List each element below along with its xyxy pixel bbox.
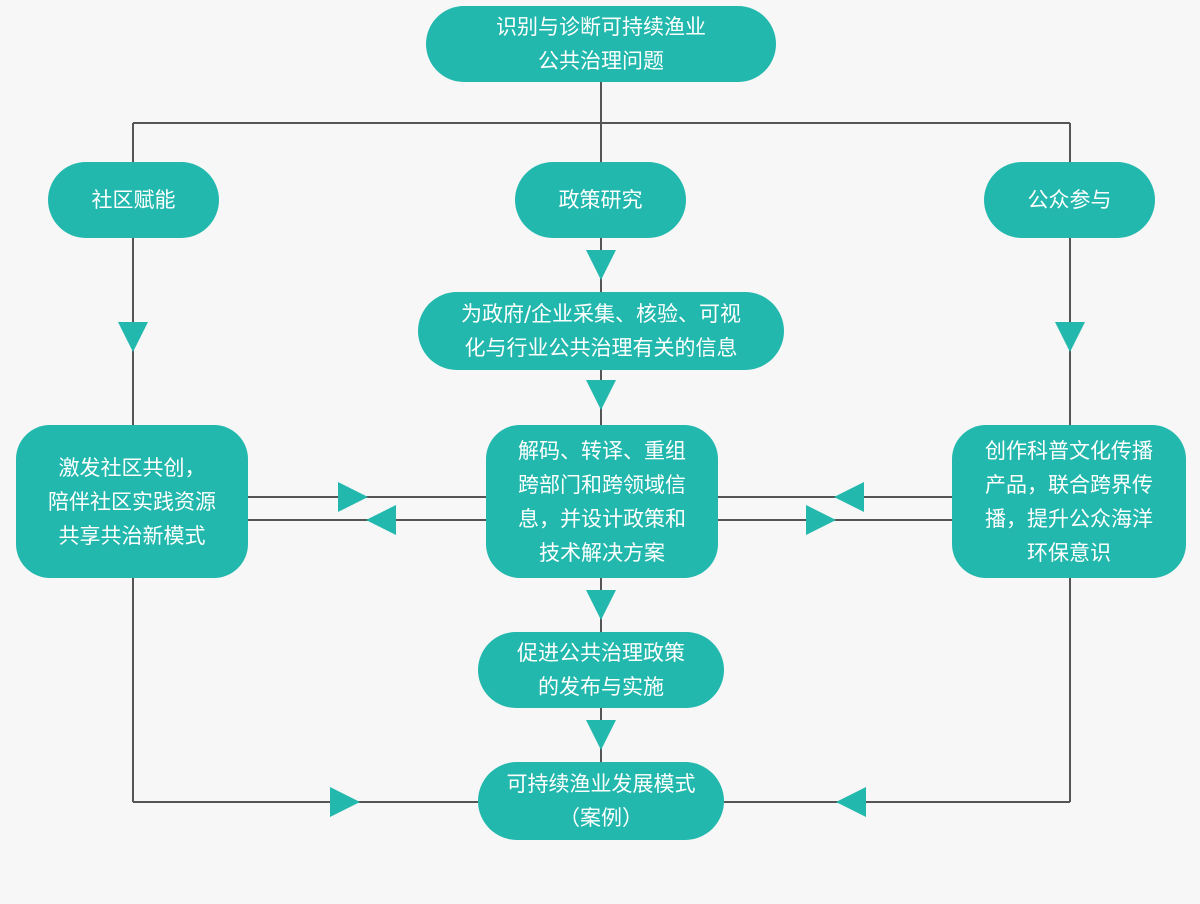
arrow-down-promote-model bbox=[586, 720, 616, 750]
arrow-right-to-popsci bbox=[806, 505, 836, 535]
arrow-down-policy-info bbox=[586, 250, 616, 280]
node-information-collection: 为政府/企业采集、核验、可视 化与行业公共治理有关的信息 bbox=[418, 292, 784, 370]
node-sustainable-model: 可持续渔业发展模式 （案例） bbox=[478, 762, 724, 840]
arrow-down-info-decode bbox=[586, 380, 616, 410]
node-decode-translate: 解码、转译、重组 跨部门和跨领域信 息，并设计政策和 技术解决方案 bbox=[486, 425, 718, 578]
node-public-participation: 公众参与 bbox=[984, 162, 1155, 238]
node-promote-policy: 促进公共治理政策 的发布与实施 bbox=[478, 632, 724, 708]
arrow-left-to-decode bbox=[834, 482, 864, 512]
node-science-communication: 创作科普文化传播 产品，联合跨界传 播，提升公众海洋 环保意识 bbox=[952, 425, 1186, 578]
arrow-right-into-model bbox=[330, 787, 360, 817]
arrow-down-community bbox=[118, 322, 148, 352]
node-community-empowerment: 社区赋能 bbox=[48, 162, 219, 238]
node-policy-research: 政策研究 bbox=[515, 162, 686, 238]
arrow-left-to-cocreate bbox=[366, 505, 396, 535]
node-community-cocreation: 激发社区共创， 陪伴社区实践资源 共享共治新模式 bbox=[16, 425, 248, 578]
arrow-down-decode-promote bbox=[586, 590, 616, 620]
node-identify-problems: 识别与诊断可持续渔业 公共治理问题 bbox=[426, 6, 776, 82]
arrow-right-to-decode bbox=[338, 482, 368, 512]
arrow-down-public bbox=[1055, 322, 1085, 352]
arrow-left-into-model bbox=[836, 787, 866, 817]
